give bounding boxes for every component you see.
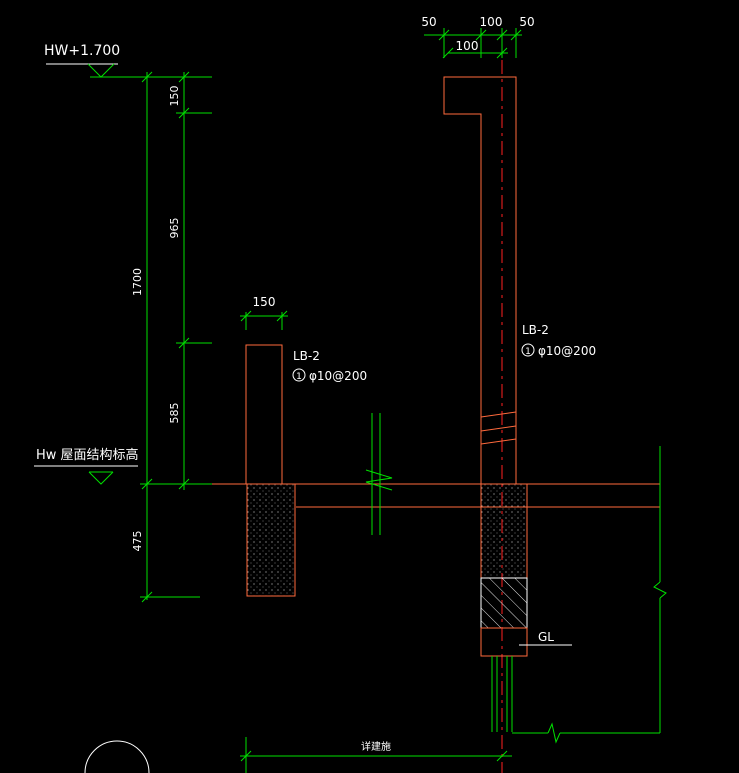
bottom-dimension: 详建施 (240, 722, 660, 773)
dim-585: 585 (168, 403, 181, 424)
partial-circle-arc (84, 740, 150, 773)
lb-left-name: LB-2 (293, 349, 320, 363)
bottom-note: 详建施 (361, 740, 391, 753)
rebar-label-left: LB-2 1 φ10@200 (292, 349, 367, 383)
lb-left-rebar: φ10@200 (309, 369, 367, 383)
gl-label: GL (538, 630, 554, 644)
dim-475: 475 (131, 531, 144, 552)
top-dimension-chain: 50 100 50 100 (421, 15, 535, 59)
top-elevation-label: HW+1.700 (44, 43, 120, 59)
dim-150-top: 150 (168, 86, 181, 107)
rebar-label-right: LB-2 1 φ10@200 (521, 323, 596, 358)
dim-965: 965 (168, 218, 181, 239)
dim-1700: 1700 (131, 268, 144, 296)
top-elevation-mark: HW+1.700 (44, 43, 212, 78)
dim-150-wall: 150 (253, 295, 276, 309)
lb-right-rebar: φ10@200 (538, 344, 596, 358)
dim-50-right: 50 (519, 15, 534, 29)
roof-slab (246, 446, 667, 733)
slab-break-symbol (365, 413, 393, 535)
dim-100-top: 100 (480, 15, 503, 29)
lb-left-circle: 1 (296, 372, 302, 382)
lb-right-circle: 1 (525, 347, 531, 357)
dim-100-lower: 100 (456, 39, 479, 53)
left-parapet: 150 (240, 295, 296, 597)
gl-callout: GL (519, 630, 572, 646)
dim-50-left: 50 (421, 15, 436, 29)
roof-elevation-label: Hw 屋面结构标高 (36, 447, 139, 463)
left-dimension-chain: 150 965 585 1700 475 (131, 71, 212, 603)
roof-elevation-mark: Hw 屋面结构标高 (34, 447, 246, 485)
right-parapet (443, 60, 528, 773)
lb-right-name: LB-2 (522, 323, 549, 337)
